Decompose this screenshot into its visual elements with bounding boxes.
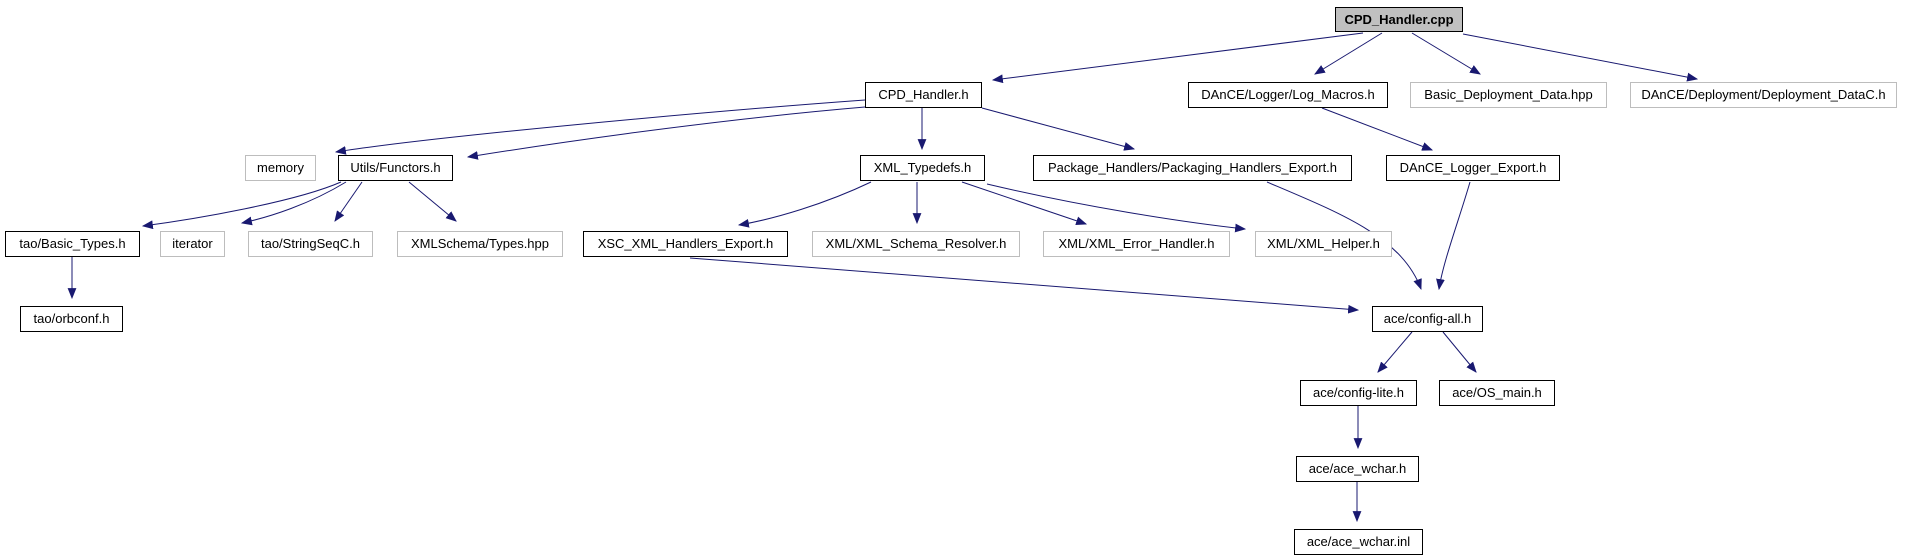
edge-utils-functors-to-tao-basic-types bbox=[141, 181, 342, 230]
node-xml-xml-schema-resolver-h: XML/XML_Schema_Resolver.h bbox=[812, 231, 1020, 257]
node-xml-typedefs-h[interactable]: XML_Typedefs.h bbox=[860, 155, 985, 181]
edge-cpp-to-basic-deployment-data bbox=[1411, 32, 1481, 75]
node-dance-logger-export-h[interactable]: DAnCE_Logger_Export.h bbox=[1386, 155, 1560, 181]
node-xml-xml-error-handler-h: XML/XML_Error_Handler.h bbox=[1043, 231, 1230, 257]
edge-utils-functors-to-iterator bbox=[240, 181, 347, 226]
node-dance-deployment-deployment-datac-h: DAnCE/Deployment/Deployment_DataC.h bbox=[1630, 82, 1897, 108]
node-ace-config-lite-h[interactable]: ace/config-lite.h bbox=[1300, 380, 1417, 406]
node-tao-orbconf-h[interactable]: tao/orbconf.h bbox=[20, 306, 123, 332]
edge-cpd-handler-h-to-utils-functors bbox=[466, 106, 866, 160]
edge-dance-logger-export-to-config-all bbox=[1436, 181, 1471, 291]
edge-utils-functors-to-xmlschema-types bbox=[408, 181, 457, 222]
node-ace-config-all-h[interactable]: ace/config-all.h bbox=[1372, 306, 1483, 332]
node-xmlschema-types-hpp: XMLSchema/Types.hpp bbox=[397, 231, 563, 257]
edge-log-macros-to-dance-logger-export bbox=[1321, 107, 1434, 151]
node-basic-deployment-data-hpp: Basic_Deployment_Data.hpp bbox=[1410, 82, 1607, 108]
edge-cpd-handler-h-to-packaging-handlers-export bbox=[981, 107, 1136, 151]
node-xsc-xml-handlers-export-h[interactable]: XSC_XML_Handlers_Export.h bbox=[583, 231, 788, 257]
node-dance-logger-log-macros-h[interactable]: DAnCE/Logger/Log_Macros.h bbox=[1188, 82, 1388, 108]
node-package-handlers-packaging-handlers-export-h[interactable]: Package_Handlers/Packaging_Handlers_Expo… bbox=[1033, 155, 1352, 181]
node-ace-os-main-h[interactable]: ace/OS_main.h bbox=[1439, 380, 1555, 406]
edge-cpd-handler-h-to-memory bbox=[334, 99, 866, 155]
node-ace-ace-wchar-h[interactable]: ace/ace_wchar.h bbox=[1296, 456, 1419, 482]
node-xml-xml-helper-h: XML/XML_Helper.h bbox=[1255, 231, 1392, 257]
node-cpd-handler-cpp: CPD_Handler.cpp bbox=[1335, 7, 1463, 32]
node-memory: memory bbox=[245, 155, 316, 181]
node-utils-functors-h[interactable]: Utils/Functors.h bbox=[338, 155, 453, 181]
edge-xsc-export-to-config-all bbox=[689, 257, 1360, 314]
edge-xml-typedefs-to-xml-helper bbox=[986, 183, 1247, 233]
node-ace-ace-wchar-inl[interactable]: ace/ace_wchar.inl bbox=[1294, 529, 1423, 555]
node-tao-basic-types-h[interactable]: tao/Basic_Types.h bbox=[5, 231, 140, 257]
edge-cpp-to-log-macros bbox=[1314, 32, 1383, 75]
edge-utils-functors-to-tao-stringseqc bbox=[334, 181, 363, 222]
edge-cpp-to-deployment-datac bbox=[1462, 33, 1699, 82]
node-tao-stringseqc-h: tao/StringSeqC.h bbox=[248, 231, 373, 257]
edge-config-all-to-config-lite bbox=[1377, 331, 1413, 373]
edge-packaging-export-to-config-all bbox=[1266, 181, 1422, 291]
edge-xml-typedefs-to-xsc-export bbox=[737, 181, 872, 228]
edge-config-all-to-os-main bbox=[1442, 331, 1477, 373]
node-iterator: iterator bbox=[160, 231, 225, 257]
node-cpd-handler-h[interactable]: CPD_Handler.h bbox=[865, 82, 982, 108]
edge-cpp-to-cpd-handler-h bbox=[991, 32, 1364, 84]
edge-xml-typedefs-to-error-handler bbox=[961, 181, 1088, 225]
